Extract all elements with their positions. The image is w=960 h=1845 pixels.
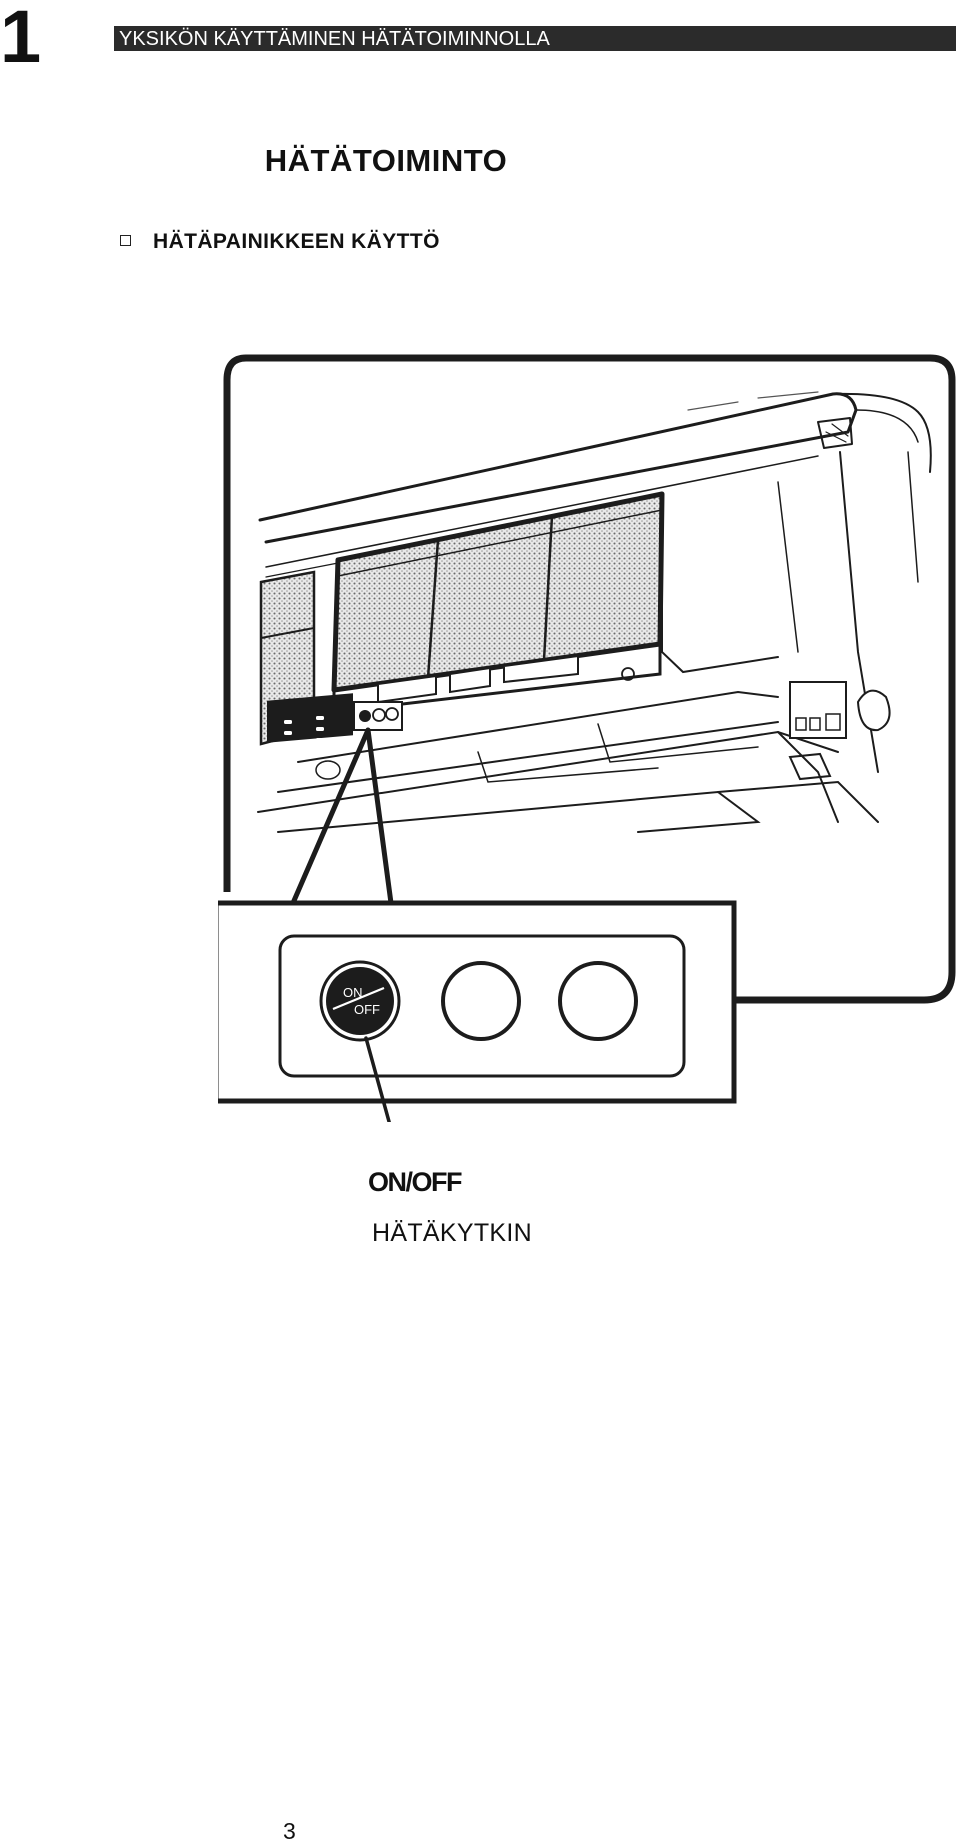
unit-frame: [246, 354, 956, 1004]
button-three: [558, 961, 638, 1041]
caption-emergency-switch: HÄTÄKYTKIN: [372, 1219, 532, 1247]
chapter-header-title: YKSIKÖN KÄYTTÄMINEN HÄTÄTOIMINNOLLA: [119, 28, 550, 50]
air-conditioner-illustration: ON OFF: [218, 354, 956, 1122]
bullet-square-icon: [120, 234, 131, 246]
air-filter: [331, 491, 665, 693]
indicator-panel: [267, 693, 353, 743]
button-two: [441, 961, 521, 1041]
page-number: 3: [283, 1818, 296, 1844]
button-label-on: ON: [343, 985, 363, 1000]
chapter-number: 1: [0, 0, 42, 78]
on-off-button: ON OFF: [319, 960, 401, 1042]
chapter-header-bar: YKSIKÖN KÄYTTÄMINEN HÄTÄTOIMINNOLLA: [114, 26, 956, 51]
section-heading: HÄTÄPAINIKKEEN KÄYTTÖ: [120, 230, 440, 254]
caption-on-off: ON/OFF: [368, 1167, 463, 1197]
page-title: HÄTÄTOIMINTO: [264, 143, 508, 178]
section-heading-label: HÄTÄPAINIKKEEN KÄYTTÖ: [153, 230, 440, 253]
button-label-off: OFF: [354, 1002, 380, 1017]
